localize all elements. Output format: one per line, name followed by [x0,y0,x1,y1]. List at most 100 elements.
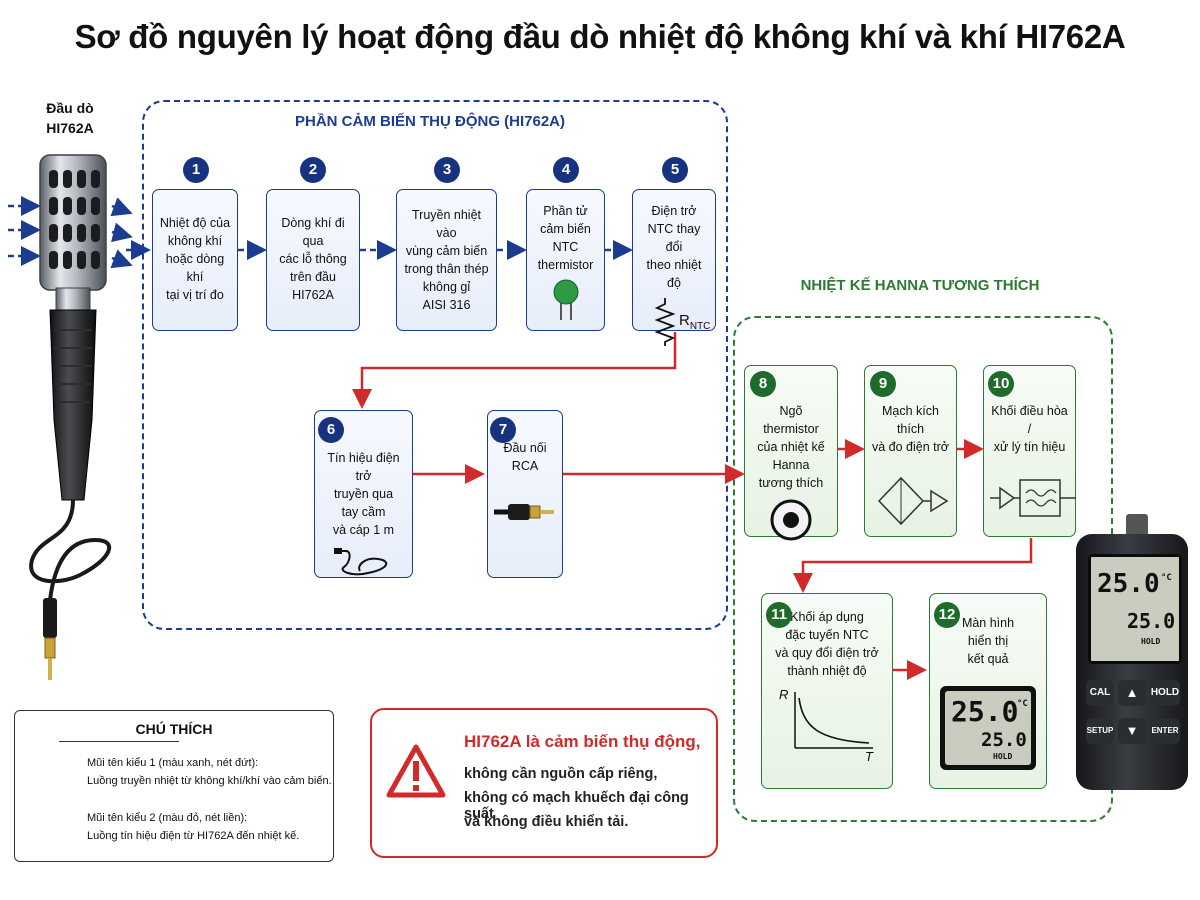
step-8-line-2: của nhiệt kế [757,440,825,454]
probe-label-line-1: Đầu dò [46,100,94,116]
warning-headline: HI762A là cảm biến thụ động, [464,732,701,751]
step-9-line-1: Mạch kích thích [882,404,939,436]
meter-unit: °C [1161,573,1172,583]
step-12-line-3: kết quả [967,652,1009,666]
step-4-line-4: thermistor [537,258,594,272]
result-display-main: 25.0 [951,695,1019,728]
meter-down-button[interactable]: ▼ [1118,718,1146,744]
step-11-line-4: thành nhiệt độ [787,664,867,678]
step-10-line-1: Khối điều hòa / [991,404,1068,436]
meter-sub-reading: 25.0 [1127,609,1176,633]
meter-cal-button[interactable]: CAL [1086,680,1114,706]
step-1-line-2: không khí [167,234,223,248]
step-11-line-2: đặc tuyến NTC [785,628,869,642]
legend-item-2-line-1: Mũi tên kiểu 2 (màu đỏ, nét liền): [87,812,248,824]
step-8-line-1: Ngõ thermistor [763,404,819,436]
probe-label: Đầu dò HI762A [20,98,120,138]
step-11-number: 11 [766,602,792,628]
handheld-meter: 25.0 °C 25.0 HOLD CAL ▲ HOLD SETUP ▼ ENT… [1076,534,1188,790]
resistor-label: RNTC [679,312,710,336]
meter-main-reading: 25.0 [1097,569,1160,599]
step-12-line-2: hiển thị [967,634,1009,648]
page-title: Sơ đồ nguyên lý hoạt động đầu dò nhiệt đ… [74,18,1126,55]
curve-axis-y: R [779,687,789,702]
meter-screen: 25.0 °C 25.0 HOLD [1088,554,1182,664]
step-9-line-2: và đo điện trở [872,440,949,454]
meter-up-button[interactable]: ▲ [1118,680,1146,706]
warning-icon [386,744,446,798]
step-10-number: 10 [988,371,1014,397]
step-5-line-1: Điện trở [651,204,697,218]
step-1-number: 1 [183,157,209,183]
meter-section-title: NHIỆT KẾ HANNA TƯƠNG THÍCH [800,277,1040,294]
meter-hold-button[interactable]: HOLD [1150,680,1180,706]
step-4-number: 4 [553,157,579,183]
step-10-line-2: xử lý tín hiệu [993,440,1066,454]
resistor-label-r: R [679,312,690,329]
step-3-line-1: Truyền nhiệt vào [411,208,482,240]
step-2-line-2: các lỗ thông [279,252,347,266]
cable-icon [333,548,387,576]
step-3-box: Truyền nhiệt vào vùng cảm biến trong thâ… [396,189,497,331]
result-display: 25.0 °C 25.0 HOLD [940,686,1036,770]
step-6-number: 6 [318,417,344,443]
probe-label-line-2: HI762A [46,120,94,136]
meter-enter-button[interactable]: ENTER [1150,718,1180,744]
step-1-line-4: tại vị trí đo [166,288,224,302]
step-8-line-3: Hanna [772,458,810,472]
filter-block-icon [990,479,1076,517]
result-display-hold: HOLD [993,752,1013,761]
result-display-screen: 25.0 °C 25.0 HOLD [945,691,1031,765]
step-5-number: 5 [662,157,688,183]
result-display-sub: 25.0 [981,729,1027,751]
passive-section-title: PHẦN CẢM BIẾN THỤ ĐỘNG (HI762A) [294,113,565,130]
step-4-line-2: cảm biến [540,222,591,236]
step-8-line-4: tương thích [758,476,824,490]
rca-connector-icon [494,504,554,520]
step-5-box: Điện trở NTC thay đổi theo nhiệt độ RNTC [632,189,716,346]
step-6-line-4: và cáp 1 m [332,523,395,537]
legend-item-1-line-1: Mũi tên kiểu 1 (màu xanh, nét đứt): [87,757,259,769]
result-display-unit: °C [1017,699,1028,709]
step-6-line-3: tay cầm [341,505,386,519]
step-7-number: 7 [490,417,516,443]
step-3-number: 3 [434,157,460,183]
step-11-line-1: Khối áp dụng [790,610,864,624]
step-3-line-2: vùng cảm biến [405,244,488,258]
step-2-box: Dòng khí đi qua các lỗ thông trên đầu HI… [266,189,360,331]
step-3-line-5: AISI 316 [422,298,471,312]
curve-axis-x: T [865,749,873,764]
meter-setup-button[interactable]: SETUP [1086,718,1114,744]
passive-sensor-section [142,100,728,630]
step-9-number: 9 [870,371,896,397]
warning-line-4: và không điều khiển tải. [464,814,629,830]
bridge-circuit-icon [877,476,949,526]
step-2-line-1: Dòng khí đi qua [281,216,345,248]
thermistor-icon [553,279,578,320]
step-2-line-3: trên đầu [290,270,336,284]
step-12-line-1: Màn hình [961,616,1015,630]
resistor-icon [654,298,676,346]
step-6-line-2: truyền qua [333,487,394,501]
rca-jack-icon [770,499,812,541]
step-5-line-2: NTC thay đổi [647,222,701,254]
step-8-number: 8 [750,371,776,397]
ntc-curve-graph: R T [777,686,877,764]
step-11-line-3: và quy đổi điện trở [775,646,879,660]
legend-item-1-line-2: Luồng truyền nhiệt từ không khí/khí vào … [87,775,332,787]
warning-box: HI762A là cảm biến thụ động, không cần n… [370,708,718,858]
step-12-number: 12 [934,602,960,628]
step-5-line-3: theo nhiệt độ [646,258,702,290]
step-7-line-2: RCA [511,459,539,473]
step-1-line-1: Nhiệt độ của [159,216,231,230]
warning-line-2: không cần nguồn cấp riêng, [464,766,658,782]
step-7-line-1: Đầu nối [503,441,547,455]
legend-item-2-line-2: Luồng tín hiệu điện từ HI762A đến nhiệt … [87,830,300,842]
resistor-symbol: RNTC [639,298,710,348]
warning-line-3: không có mạch khuếch đại công suất [464,790,689,822]
step-1-box: Nhiệt độ của không khí hoặc dòng khí tại… [152,189,238,331]
legend-title-underline [59,741,179,742]
step-2-line-4: HI762A [292,288,334,302]
step-4-line-3: NTC [552,240,579,254]
meter-connector [1126,514,1148,536]
